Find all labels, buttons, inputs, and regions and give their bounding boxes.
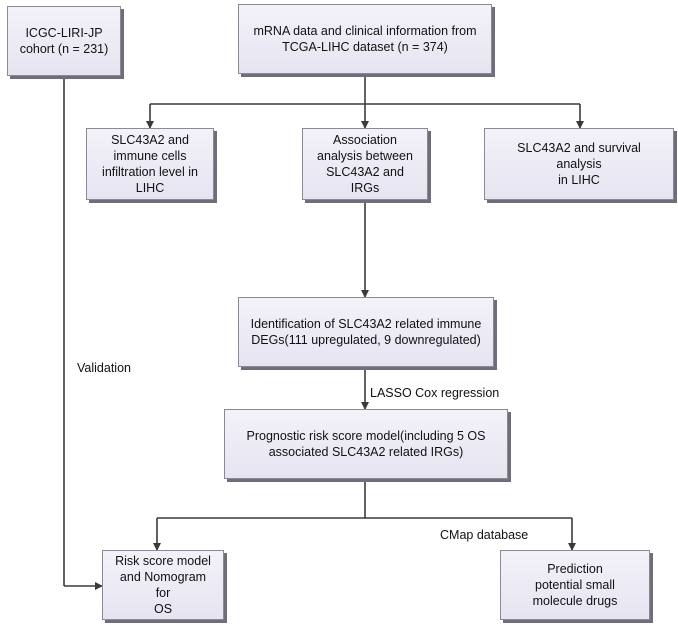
association-analysis-box: Association analysis between SLC43A2 and…: [302, 128, 428, 200]
immune-infiltration-text: SLC43A2 and immune cells infiltration le…: [102, 133, 198, 195]
risk-score-model-box: Prognostic risk score model(including 5 …: [224, 409, 508, 479]
validation-label: Validation: [77, 361, 131, 375]
tcga-dataset-box: mRNA data and clinical information from …: [238, 4, 492, 74]
association-analysis-text: Association analysis between SLC43A2 and…: [317, 133, 413, 195]
lasso-label: LASSO Cox regression: [370, 386, 500, 400]
immune-infiltration-box: SLC43A2 and immune cells infiltration le…: [86, 128, 214, 200]
nomogram-box: Risk score model and Nomogram for OS: [102, 550, 224, 620]
nomogram-text: Risk score model and Nomogram for OS: [115, 554, 211, 616]
icgc-cohort-text: ICGC-LIRI-JP cohort (n = 231): [19, 26, 109, 56]
tcga-dataset-text: mRNA data and clinical information from …: [253, 24, 477, 54]
survival-analysis-text: SLC43A2 and survival analysis in LIHC: [517, 141, 641, 187]
immune-degs-box: Identification of SLC43A2 related immune…: [238, 297, 494, 367]
immune-degs-text: Identification of SLC43A2 related immune…: [250, 317, 482, 347]
drug-prediction-box: Prediction potential small molecule drug…: [500, 550, 650, 620]
cmap-label: CMap database: [440, 528, 529, 542]
survival-analysis-box: SLC43A2 and survival analysis in LIHC: [484, 128, 674, 200]
risk-score-model-text: Prognostic risk score model(including 5 …: [246, 429, 486, 459]
icgc-cohort-box: ICGC-LIRI-JP cohort (n = 231): [7, 6, 121, 76]
drug-prediction-text: Prediction potential small molecule drug…: [532, 562, 618, 608]
